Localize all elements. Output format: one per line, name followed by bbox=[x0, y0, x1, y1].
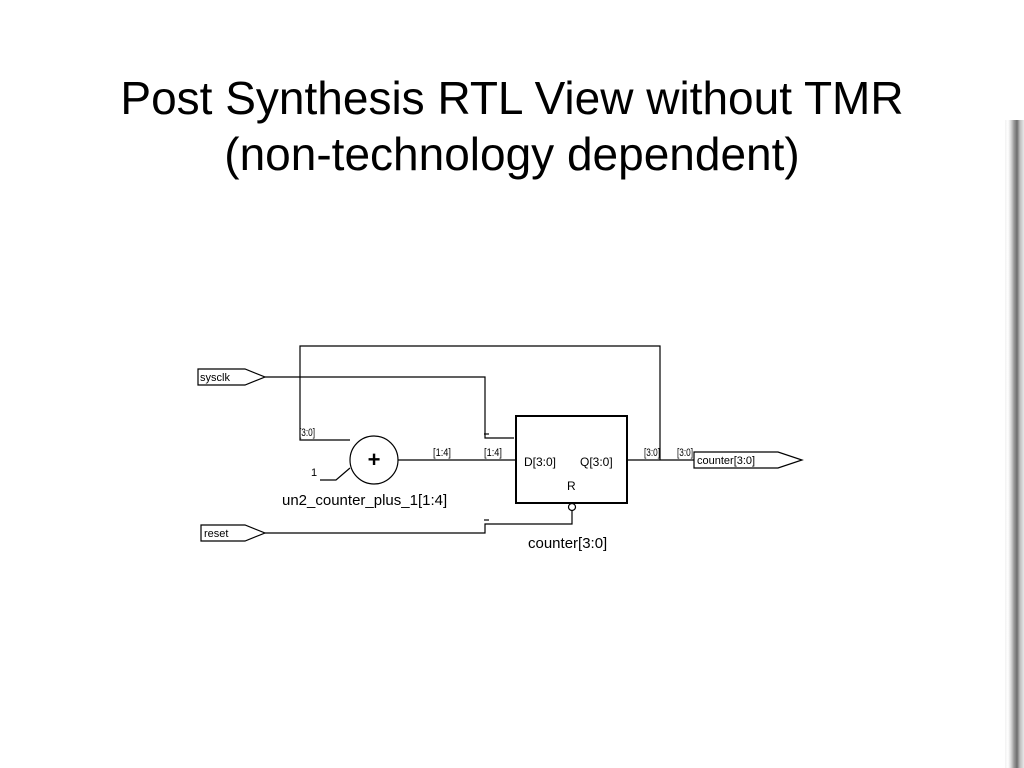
adder-symbol[interactable] bbox=[349, 435, 399, 485]
sysclk-port[interactable] bbox=[197, 368, 267, 386]
counter-out-port-label: counter[3:0] bbox=[697, 455, 755, 467]
feedback-wire bbox=[299, 345, 661, 460]
reset-port-label: reset bbox=[204, 528, 228, 540]
reset-port[interactable] bbox=[200, 524, 267, 542]
counter-out-port[interactable] bbox=[693, 451, 804, 469]
bus-label-q-out: [3:0] bbox=[644, 447, 660, 459]
reset-wire bbox=[265, 510, 573, 534]
sysclk-wire bbox=[265, 376, 514, 439]
slide-title-line-2: (non-technology dependent) bbox=[224, 128, 800, 180]
counter-register[interactable] bbox=[515, 415, 628, 504]
sysclk-port-label: sysclk bbox=[200, 372, 230, 384]
register-instance-name: counter[3:0] bbox=[528, 535, 607, 552]
slide-title-line-1: Post Synthesis RTL View without TMR bbox=[120, 72, 904, 124]
register-d-pin: D[3:0] bbox=[524, 455, 556, 469]
register-r-pin: R bbox=[567, 479, 576, 493]
reset-inversion-bubble bbox=[567, 502, 577, 512]
register-q-pin: Q[3:0] bbox=[580, 455, 613, 469]
adder-constant-input: 1 bbox=[311, 467, 317, 479]
slide-title: Post Synthesis RTL View without TMR (non… bbox=[0, 70, 1024, 182]
bus-label-out-port: [3:0] bbox=[677, 447, 693, 459]
bus-label-adder-out: [1:4] bbox=[433, 447, 451, 459]
constant-wire bbox=[320, 467, 351, 481]
bus-label-reg-in: [1:4] bbox=[484, 447, 502, 459]
bus-label-feedback: [3:0] bbox=[299, 427, 315, 439]
slide-edge-decoration bbox=[1005, 120, 1024, 768]
adder-plus-sign: + bbox=[368, 447, 381, 472]
adder-instance-name: un2_counter_plus_1[1:4] bbox=[282, 492, 447, 509]
